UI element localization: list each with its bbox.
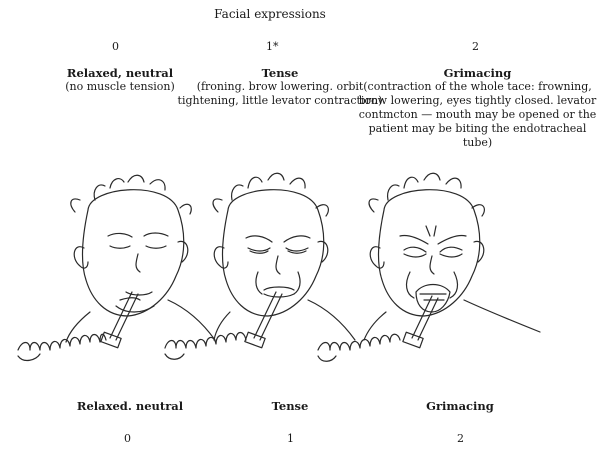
column-tense: Tense (froning. brow lowering. orbit tig…	[170, 66, 390, 108]
heading-tense: Tense	[261, 66, 299, 80]
description-grimacing-line-4: patient may be biting the endotracheal t…	[368, 122, 587, 149]
score-relaxed: 0	[112, 40, 119, 53]
score-grimacing: 2	[472, 40, 479, 53]
heading-grimacing: Grimacing	[443, 66, 512, 80]
bottom-score-relaxed: 0	[124, 432, 131, 445]
score-tense: 1*	[266, 40, 279, 53]
description-tense-line-2: tightening, little levator contraction)	[177, 94, 383, 107]
bottom-score-grimacing: 2	[457, 432, 464, 445]
bottom-label-tense: Tense	[271, 399, 309, 413]
bottom-score-tense: 1	[287, 432, 294, 445]
description-grimacing-line-2: brow lowering, eyes tightly closed. leva…	[358, 94, 597, 107]
description-grimacing-line-3: contmcton — mouth may be opened or the	[358, 108, 597, 121]
figure-title: Facial expressions	[214, 7, 326, 21]
description-tense-line-1: (froning. brow lowering. orbit	[196, 80, 364, 93]
description-grimacing-line-1: (contraction of the whole tace: frowning…	[363, 80, 592, 93]
face-tense-illustration	[164, 172, 356, 360]
description-relaxed-line-1: (no muscle tension)	[65, 80, 175, 93]
column-grimacing: Grimacing (contraction of the whole tace…	[355, 66, 600, 150]
bottom-label-relaxed: Relaxed. neutral	[76, 399, 184, 413]
face-grimacing-illustration	[317, 172, 541, 362]
heading-relaxed: Relaxed, neutral	[66, 66, 174, 80]
column-relaxed: Relaxed, neutral (no muscle tension)	[55, 66, 185, 94]
bottom-label-grimacing: Grimacing	[426, 399, 494, 413]
face-relaxed-illustration	[17, 174, 216, 362]
